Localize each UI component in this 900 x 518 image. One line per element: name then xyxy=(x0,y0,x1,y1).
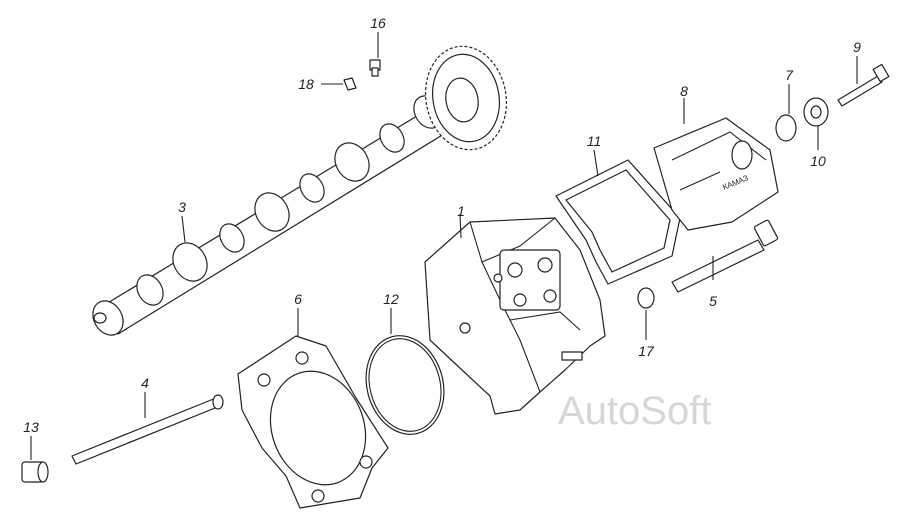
callout-labels: 1 2 3 4 5 6 7 8 9 10 11 12 13 16 17 18 xyxy=(23,15,861,435)
callout-4: 4 xyxy=(141,375,149,391)
callout-11: 11 xyxy=(587,133,602,149)
clip-part-18 xyxy=(343,77,357,91)
o-ring-part-12 xyxy=(365,335,445,435)
washer-part-17 xyxy=(637,287,655,309)
bolt-part-16 xyxy=(369,59,381,77)
callout-18: 18 xyxy=(298,76,314,92)
watermark: AutoSoft xyxy=(558,389,711,433)
valve-cover-part: КАМАЗ xyxy=(653,117,779,231)
washer-part-7 xyxy=(775,114,797,142)
callout-12: 12 xyxy=(383,291,399,307)
callout-17: 17 xyxy=(638,343,655,359)
callout-10: 10 xyxy=(810,153,826,169)
callout-1: 1 xyxy=(457,203,465,219)
seal-washer-part-10 xyxy=(803,97,829,127)
callout-3: 3 xyxy=(178,199,186,215)
callout-13: 13 xyxy=(23,419,39,435)
leader-lines xyxy=(30,32,858,460)
callout-5: 5 xyxy=(709,293,717,309)
tappet-part-13 xyxy=(21,461,49,483)
callout-16: 16 xyxy=(370,15,386,31)
callout-6: 6 xyxy=(294,291,302,307)
push-rod-part-4 xyxy=(71,394,224,465)
callout-8: 8 xyxy=(680,83,688,99)
cylinder-head-part xyxy=(424,217,606,415)
head-gasket-part xyxy=(237,335,389,509)
cover-gasket-part xyxy=(555,159,681,285)
cover-bolt-part-9 xyxy=(837,63,890,107)
head-bolt-part-5 xyxy=(671,219,779,293)
camshaft-part xyxy=(92,45,508,336)
callout-7: 7 xyxy=(785,67,794,83)
callout-9: 9 xyxy=(853,39,861,55)
